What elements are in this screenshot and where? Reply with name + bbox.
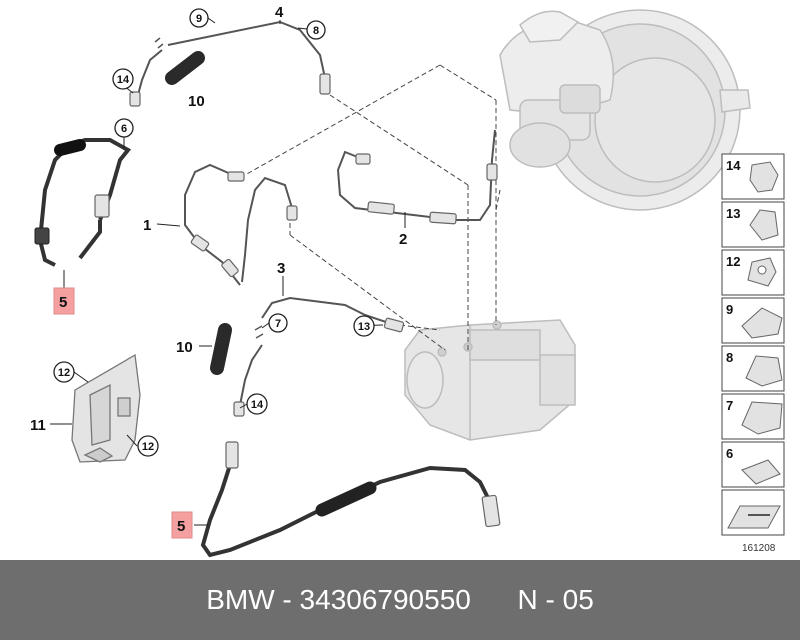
svg-text:6: 6 [121, 123, 127, 135]
protective-hose-10-top [165, 51, 205, 85]
svg-text:6: 6 [726, 446, 733, 461]
protective-hose-10-middle [210, 323, 232, 375]
footer-brand: BMW [206, 584, 275, 615]
svg-text:9: 9 [196, 13, 202, 25]
svg-text:12: 12 [58, 367, 70, 379]
abs-hydraulic-unit [404, 319, 576, 441]
svg-text:7: 7 [726, 398, 733, 413]
callout-10-top: 10 [188, 93, 205, 110]
brake-pipe-4 [129, 20, 331, 107]
callout-1: 1 [143, 217, 151, 234]
leader-lines [50, 17, 406, 526]
callout-10-middle: 10 [176, 339, 193, 356]
panel-cell-9: 9 [721, 297, 785, 344]
svg-text:14: 14 [251, 399, 264, 411]
highlight-box-5-bottom [171, 511, 193, 539]
brake-lines-diagram: 1 2 3 4 5 5 10 10 11 9 8 14 6 7 13 [30, 4, 785, 558]
circled-callout-7: 7 [268, 313, 288, 333]
image-code: 161208 [742, 543, 776, 554]
panel-cell-8: 8 [721, 345, 785, 392]
small-parts-panel: 14 13 12 9 8 7 [721, 153, 785, 554]
panel-cell-washer [721, 489, 785, 536]
callout-3: 3 [277, 260, 285, 277]
brake-pipe-3 [233, 296, 405, 417]
svg-text:9: 9 [726, 302, 733, 317]
circled-callout-12-bottom: 12 [137, 435, 159, 457]
svg-text:8: 8 [313, 25, 319, 37]
panel-cell-13: 13 [721, 201, 785, 248]
brake-hose-5-bottom [200, 441, 501, 558]
callout-5-top: 5 [59, 294, 67, 311]
svg-text:7: 7 [275, 318, 281, 330]
circled-callout-14-bottom: 14 [246, 393, 268, 415]
circled-callouts: 9 8 14 6 7 13 14 12 [53, 8, 375, 457]
panel-cell-14: 14 [721, 153, 785, 200]
svg-text:8: 8 [726, 350, 733, 365]
svg-text:14: 14 [117, 74, 130, 86]
callout-5-bottom: 5 [177, 518, 185, 535]
svg-text:14: 14 [726, 158, 741, 173]
circled-callout-13: 13 [353, 315, 375, 337]
footer-gap [471, 584, 518, 616]
circled-callout-8: 8 [306, 20, 326, 40]
callout-4: 4 [275, 4, 284, 21]
part-number-footer: BMW - 34306790550 N - 05 [0, 560, 800, 640]
panel-cell-6: 6 [721, 441, 785, 488]
brake-booster [499, 9, 751, 211]
brake-hose-5-top [34, 138, 132, 267]
brake-pipe-2 [336, 129, 498, 225]
brake-pipe-1 [184, 163, 298, 286]
circled-callout-14-top: 14 [112, 68, 134, 90]
panel-cell-12: 12 [721, 249, 785, 296]
callout-2: 2 [399, 231, 407, 248]
svg-text:13: 13 [726, 206, 740, 221]
footer-separator: - [274, 584, 300, 615]
svg-text:12: 12 [726, 254, 740, 269]
footer-part-number: 34306790550 [299, 584, 471, 615]
highlight-box-5-top [53, 287, 75, 315]
svg-text:13: 13 [358, 321, 370, 333]
callout-11: 11 [30, 417, 46, 434]
circled-callout-6: 6 [114, 118, 134, 138]
svg-text:12: 12 [142, 441, 154, 453]
bracket-11 [71, 353, 141, 463]
circled-callout-12-top: 12 [53, 361, 75, 383]
assembly-dash-lines [244, 64, 501, 351]
panel-cell-7: 7 [721, 393, 785, 440]
circled-callout-9: 9 [189, 8, 209, 28]
footer-page: N - 05 [517, 584, 594, 615]
